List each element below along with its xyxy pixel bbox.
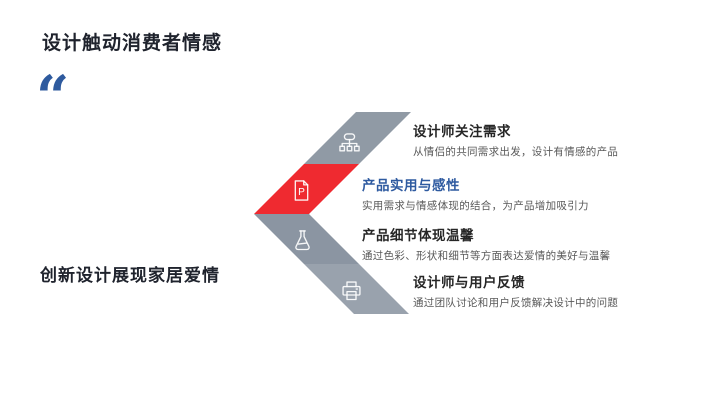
flask-icon	[289, 227, 316, 254]
list-item-description: 从情侣的共同需求出发，设计有情感的产品	[413, 146, 619, 158]
list-item-heading: 设计师关注需求	[413, 124, 511, 139]
printer-icon	[338, 277, 365, 304]
chevron-band-2	[254, 164, 359, 214]
list-item-description: 通过团队讨论和用户反馈解决设计中的问题	[413, 297, 619, 309]
list-item-needs: 设计师关注需求 从情侣的共同需求出发，设计有情感的产品	[413, 120, 618, 159]
list-item-heading: 设计师与用户反馈	[413, 275, 525, 290]
list-item-details-warmth: 产品细节体现温馨 通过色彩、形状和细节等方面表达爱情的美好与温馨	[362, 224, 610, 263]
list-item-heading: 产品实用与感性	[362, 178, 460, 193]
quote-mark-icon: “	[36, 63, 70, 131]
chevron-band-3	[254, 214, 359, 264]
chevron-band-1	[304, 112, 411, 164]
svg-text:P: P	[298, 187, 305, 198]
sitemap-icon	[336, 130, 363, 157]
list-item-description: 实用需求与情感体现的结合，为产品增加吸引力	[362, 200, 589, 212]
list-item-heading: 产品细节体现温馨	[362, 228, 474, 243]
slide-subtitle: 创新设计展现家居爱情	[40, 266, 220, 285]
list-item-description: 通过色彩、形状和细节等方面表达爱情的美好与温馨	[362, 250, 611, 262]
slide-title: 设计触动消费者情感	[42, 33, 223, 54]
list-item-practical-emotional: 产品实用与感性 实用需求与情感体现的结合，为产品增加吸引力	[362, 174, 589, 213]
document-p-icon: P	[288, 177, 315, 204]
list-item-user-feedback: 设计师与用户反馈 通过团队讨论和用户反馈解决设计中的问题	[413, 271, 618, 310]
